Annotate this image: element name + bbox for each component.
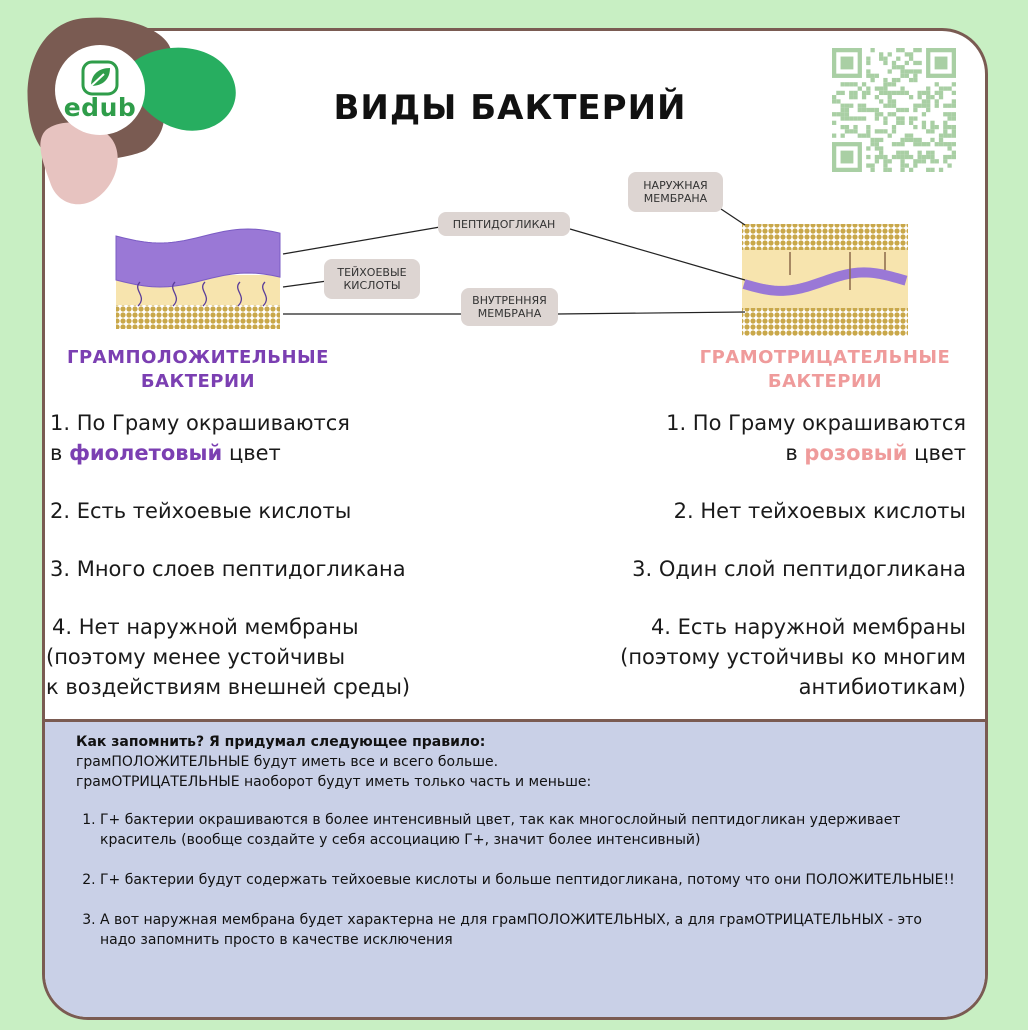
gn-fact-2: 2. Нет тейхоевых кислоты [673, 499, 966, 523]
violet-highlight: фиолетовый [69, 441, 223, 465]
note-item: Г+ бактерии окрашиваются в более интенси… [100, 810, 956, 850]
mnemonic-panel [45, 719, 985, 1017]
note-item: Г+ бактерии будут содержать тейхоевые ки… [100, 870, 956, 890]
gram-positive-wall-illustration [115, 228, 281, 329]
note-list: Г+ бактерии окрашиваются в более интенси… [76, 810, 956, 950]
page-title: ВИДЫ БАКТЕРИЙ [333, 88, 687, 128]
gp-fact-3: 3. Много слоев пептидогликана [50, 557, 406, 581]
edub-logo: edub [55, 45, 145, 135]
note-item: А вот наружная мембрана будет характерна… [100, 910, 956, 950]
gn-fact-3: 3. Один слой пептидогликана [632, 557, 966, 581]
qr-code [832, 48, 956, 172]
label-peptidoglycan: ПЕПТИДОГЛИКАН [438, 212, 570, 236]
mnemonic-note: Как запомнить? Я придумал следующее прав… [76, 732, 956, 970]
gp-fact-2: 2. Есть тейхоевые кислоты [50, 499, 352, 523]
note-heading: Как запомнить? Я придумал следующее прав… [76, 734, 486, 750]
note-line-2: грамОТРИЦАТЕЛЬНЫЕ наоборот будут иметь т… [76, 774, 592, 790]
gram-negative-wall-illustration [742, 224, 908, 336]
leaf-icon [81, 60, 119, 95]
note-line-1: грамПОЛОЖИТЕЛЬНЫЕ будут иметь все и всег… [76, 754, 499, 770]
gp-fact-1: 1. По Граму окрашиваются в фиолетовый цв… [50, 411, 350, 465]
gn-fact-4: 4. Есть наружной мембраны (поэтому устой… [620, 615, 966, 699]
poster-card [42, 28, 988, 1020]
gn-fact-1: 1. По Граму окрашиваются в розовый цвет [666, 411, 966, 465]
pink-highlight: розовый [804, 441, 908, 465]
cell-wall-diagram [115, 204, 908, 336]
logo-text: edub [63, 92, 137, 122]
gp-fact-4: 4. Нет наружной мембраны (поэтому менее … [46, 615, 411, 699]
